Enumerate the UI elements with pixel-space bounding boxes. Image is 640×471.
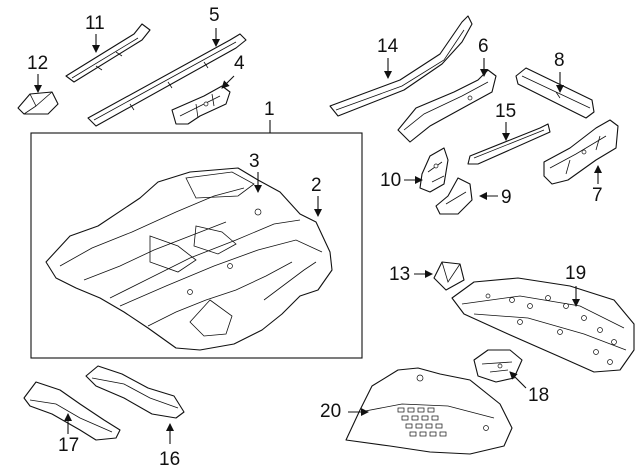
part-6 [397,69,497,143]
callout-13: 13 [389,264,411,285]
part-10 [419,147,449,193]
callout-20: 20 [320,401,342,422]
part-9 [435,177,473,215]
part-20-vent-pattern [397,407,447,437]
part-17 [23,381,121,441]
callout-10: 10 [380,170,402,191]
part-7 [543,119,619,185]
callout-8: 8 [554,50,565,71]
part-19 [451,277,635,373]
callout-7: 7 [592,185,603,206]
callout-11: 11 [85,13,105,34]
leader-lines [34,28,602,444]
leader-4 [221,75,235,89]
callout-12: 12 [27,53,49,74]
callout-2: 2 [311,175,322,196]
callout-3: 3 [249,151,260,172]
callout-15: 15 [495,101,517,122]
part-4 [171,85,231,125]
callout-4: 4 [234,53,245,74]
part-20 [345,367,513,455]
part-15 [467,123,551,165]
part-11 [65,23,151,83]
part-16 [85,365,185,419]
assembly-box [30,132,363,359]
floor-pan-part [45,167,333,351]
callout-9: 9 [501,187,512,208]
part-19-holes [485,293,617,365]
callout-14: 14 [377,36,399,57]
part-8 [515,67,595,119]
leader-18 [509,371,527,389]
callout-17: 17 [58,435,80,456]
part-5 [87,33,247,127]
part-12 [17,91,59,115]
part-13 [433,261,465,291]
callout-16: 16 [159,449,181,470]
callout-19: 19 [565,263,587,284]
callout-18: 18 [528,385,550,406]
part-14 [329,15,473,117]
callout-1: 1 [264,99,275,120]
callout-6: 6 [478,36,489,57]
callout-5: 5 [209,5,220,26]
